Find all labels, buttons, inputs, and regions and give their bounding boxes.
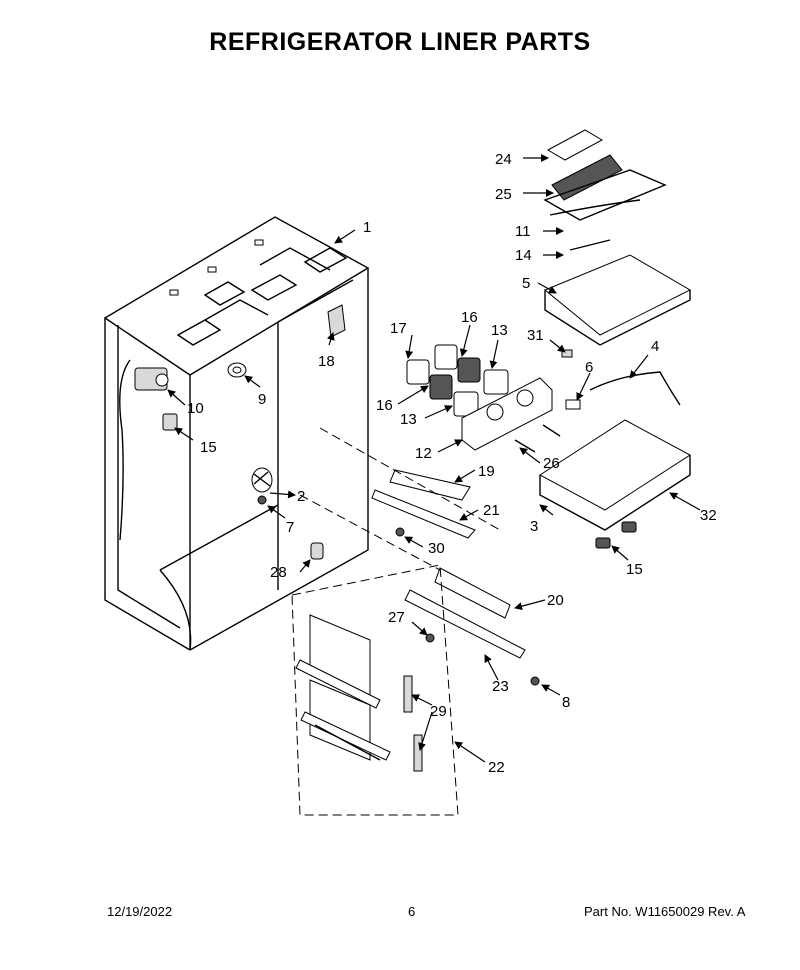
callout-22: 22: [488, 759, 505, 776]
callout-2: 2: [297, 488, 305, 505]
part-15-sensor: [162, 413, 637, 549]
part-31-clip: [561, 349, 573, 358]
callout-6: 6: [585, 359, 593, 376]
part-28-cap: [310, 542, 324, 560]
callout-10: 10: [187, 400, 204, 417]
part-30-screw: [395, 527, 405, 537]
part-4-harness: [589, 371, 681, 406]
callout-21: 21: [483, 502, 500, 519]
callout-7: 7: [286, 519, 294, 536]
callout-30: 30: [428, 540, 445, 557]
assembly-guide-lines: [291, 427, 501, 816]
callout-25: 25: [495, 186, 512, 203]
callout-15-right: 15: [626, 561, 643, 578]
part-2-fan-guard: [251, 467, 273, 493]
part-5-drain-pan: [544, 254, 692, 346]
callout-13-upper: 13: [491, 322, 508, 339]
callout-16-lower: 16: [376, 397, 393, 414]
callout-18: 18: [318, 353, 335, 370]
part-25-evaporator: [543, 154, 667, 221]
callout-16-upper: 16: [461, 309, 478, 326]
part-7-screw: [257, 495, 267, 505]
callout-27: 27: [388, 609, 405, 626]
callout-5: 5: [522, 275, 530, 292]
callout-28: 28: [270, 564, 287, 581]
part-20-rail: [434, 567, 511, 619]
part-29-clips: [403, 675, 423, 772]
callout-20: 20: [547, 592, 564, 609]
refrigerator-liner: [103, 216, 370, 651]
callout-26: 26: [543, 455, 560, 472]
callout-14: 14: [515, 247, 532, 264]
footer-page-number: 6: [408, 904, 416, 919]
part-21-slide: [371, 489, 476, 539]
part-26-rails: [514, 424, 561, 453]
callout-8: 8: [562, 694, 570, 711]
callout-3: 3: [530, 518, 538, 535]
callout-17: 17: [390, 320, 407, 337]
footer-date: 12/19/2022: [107, 904, 173, 919]
callout-4: 4: [651, 338, 659, 355]
fan-assemblies: [406, 344, 553, 451]
callout-24: 24: [495, 151, 512, 168]
part-6-pad: [565, 399, 581, 410]
part-8-screw: [530, 676, 540, 686]
part-10-control: [134, 367, 169, 391]
page-title: REFRIGERATOR LINER PARTS: [209, 28, 591, 56]
callout-15-left: 15: [200, 439, 217, 456]
part-11-heater: [549, 199, 641, 216]
callout-31: 31: [527, 327, 544, 344]
callout-23: 23: [492, 678, 509, 695]
part-9-grommet: [227, 362, 247, 378]
part-19-rail: [389, 469, 471, 501]
callout-32: 32: [700, 507, 717, 524]
callout-1: 1: [363, 219, 371, 236]
footer-part-number: Part No. W11650029 Rev. A: [584, 904, 746, 919]
part-27-screw: [425, 633, 435, 643]
part-14-sensor-wire: [569, 239, 611, 251]
leader-arrows: [167, 154, 701, 763]
part-22-drawer-slides: [295, 614, 391, 761]
part-24-cover: [546, 129, 604, 161]
part-18-vent: [327, 304, 346, 338]
callout-13-lower: 13: [400, 411, 417, 428]
callout-11: 11: [515, 223, 531, 240]
callout-12: 12: [415, 445, 432, 462]
part-23-slide: [404, 589, 526, 659]
callout-19: 19: [478, 463, 495, 480]
part-32-crisper-housing: [539, 419, 691, 531]
callout-29: 29: [430, 703, 447, 720]
callout-labels: 1 2 3 4 5 6 7 8 9 10 11 12 13 13 14 15 1…: [187, 151, 717, 776]
callout-9: 9: [258, 391, 266, 408]
